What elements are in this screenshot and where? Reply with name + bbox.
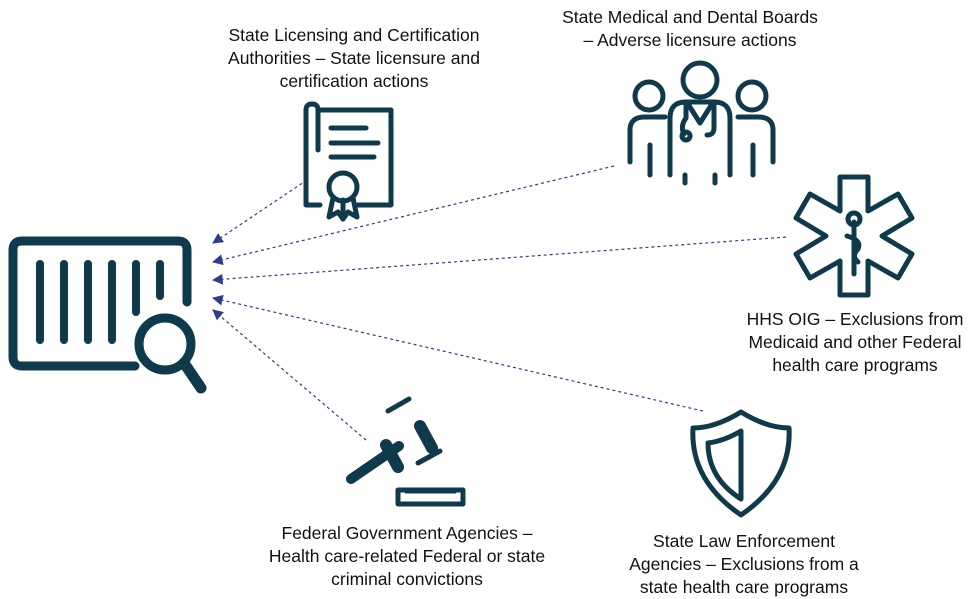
hhs-label-line: health care programs: [772, 355, 938, 375]
database-search-icon: [8, 236, 207, 394]
boards-label: State Medical and Dental Boards – Advers…: [530, 6, 850, 52]
arrow-from-hhs: [211, 236, 787, 285]
star-of-life-icon: [793, 174, 915, 298]
hhs-label: HHS OIG – Exclusions from Medicaid and o…: [728, 308, 977, 377]
law-label-line: state health care programs: [639, 577, 849, 597]
boards-label-line: State Medical and Dental Boards: [562, 7, 818, 27]
hhs-label-line: Medicaid and other Federal: [748, 332, 962, 352]
licensing-label-line: Authorities – State licensure and: [228, 48, 480, 68]
arrows: [211, 165, 787, 441]
law-label-line: State Law Enforcement: [653, 531, 835, 551]
federal-label-line: criminal convictions: [331, 569, 483, 589]
shield-icon: [690, 409, 792, 518]
arrow-from-federal: [212, 309, 367, 441]
boards-label-line: – Adverse licensure actions: [583, 30, 797, 50]
arrow-from-law: [211, 294, 704, 412]
federal-label-line: Federal Government Agencies –: [281, 523, 533, 543]
arrow-from-licensing: [212, 179, 308, 244]
law-label: State Law Enforcement Agencies – Exclusi…: [594, 530, 894, 599]
gavel-icon: [346, 396, 466, 507]
medical-staff-icon: [627, 60, 776, 186]
arrow-from-boards: [211, 165, 615, 265]
federal-label-line: Health care-related Federal or state: [268, 546, 546, 566]
federal-label: Federal Government Agencies – Health car…: [232, 522, 582, 591]
licensing-label-line: certification actions: [279, 71, 429, 91]
hhs-label-line: HHS OIG – Exclusions from: [746, 309, 964, 329]
certificate-icon: [303, 101, 394, 222]
licensing-label: State Licensing and Certification Author…: [194, 24, 514, 93]
licensing-label-line: State Licensing and Certification: [228, 25, 480, 45]
law-label-line: Agencies – Exclusions from a: [629, 554, 859, 574]
